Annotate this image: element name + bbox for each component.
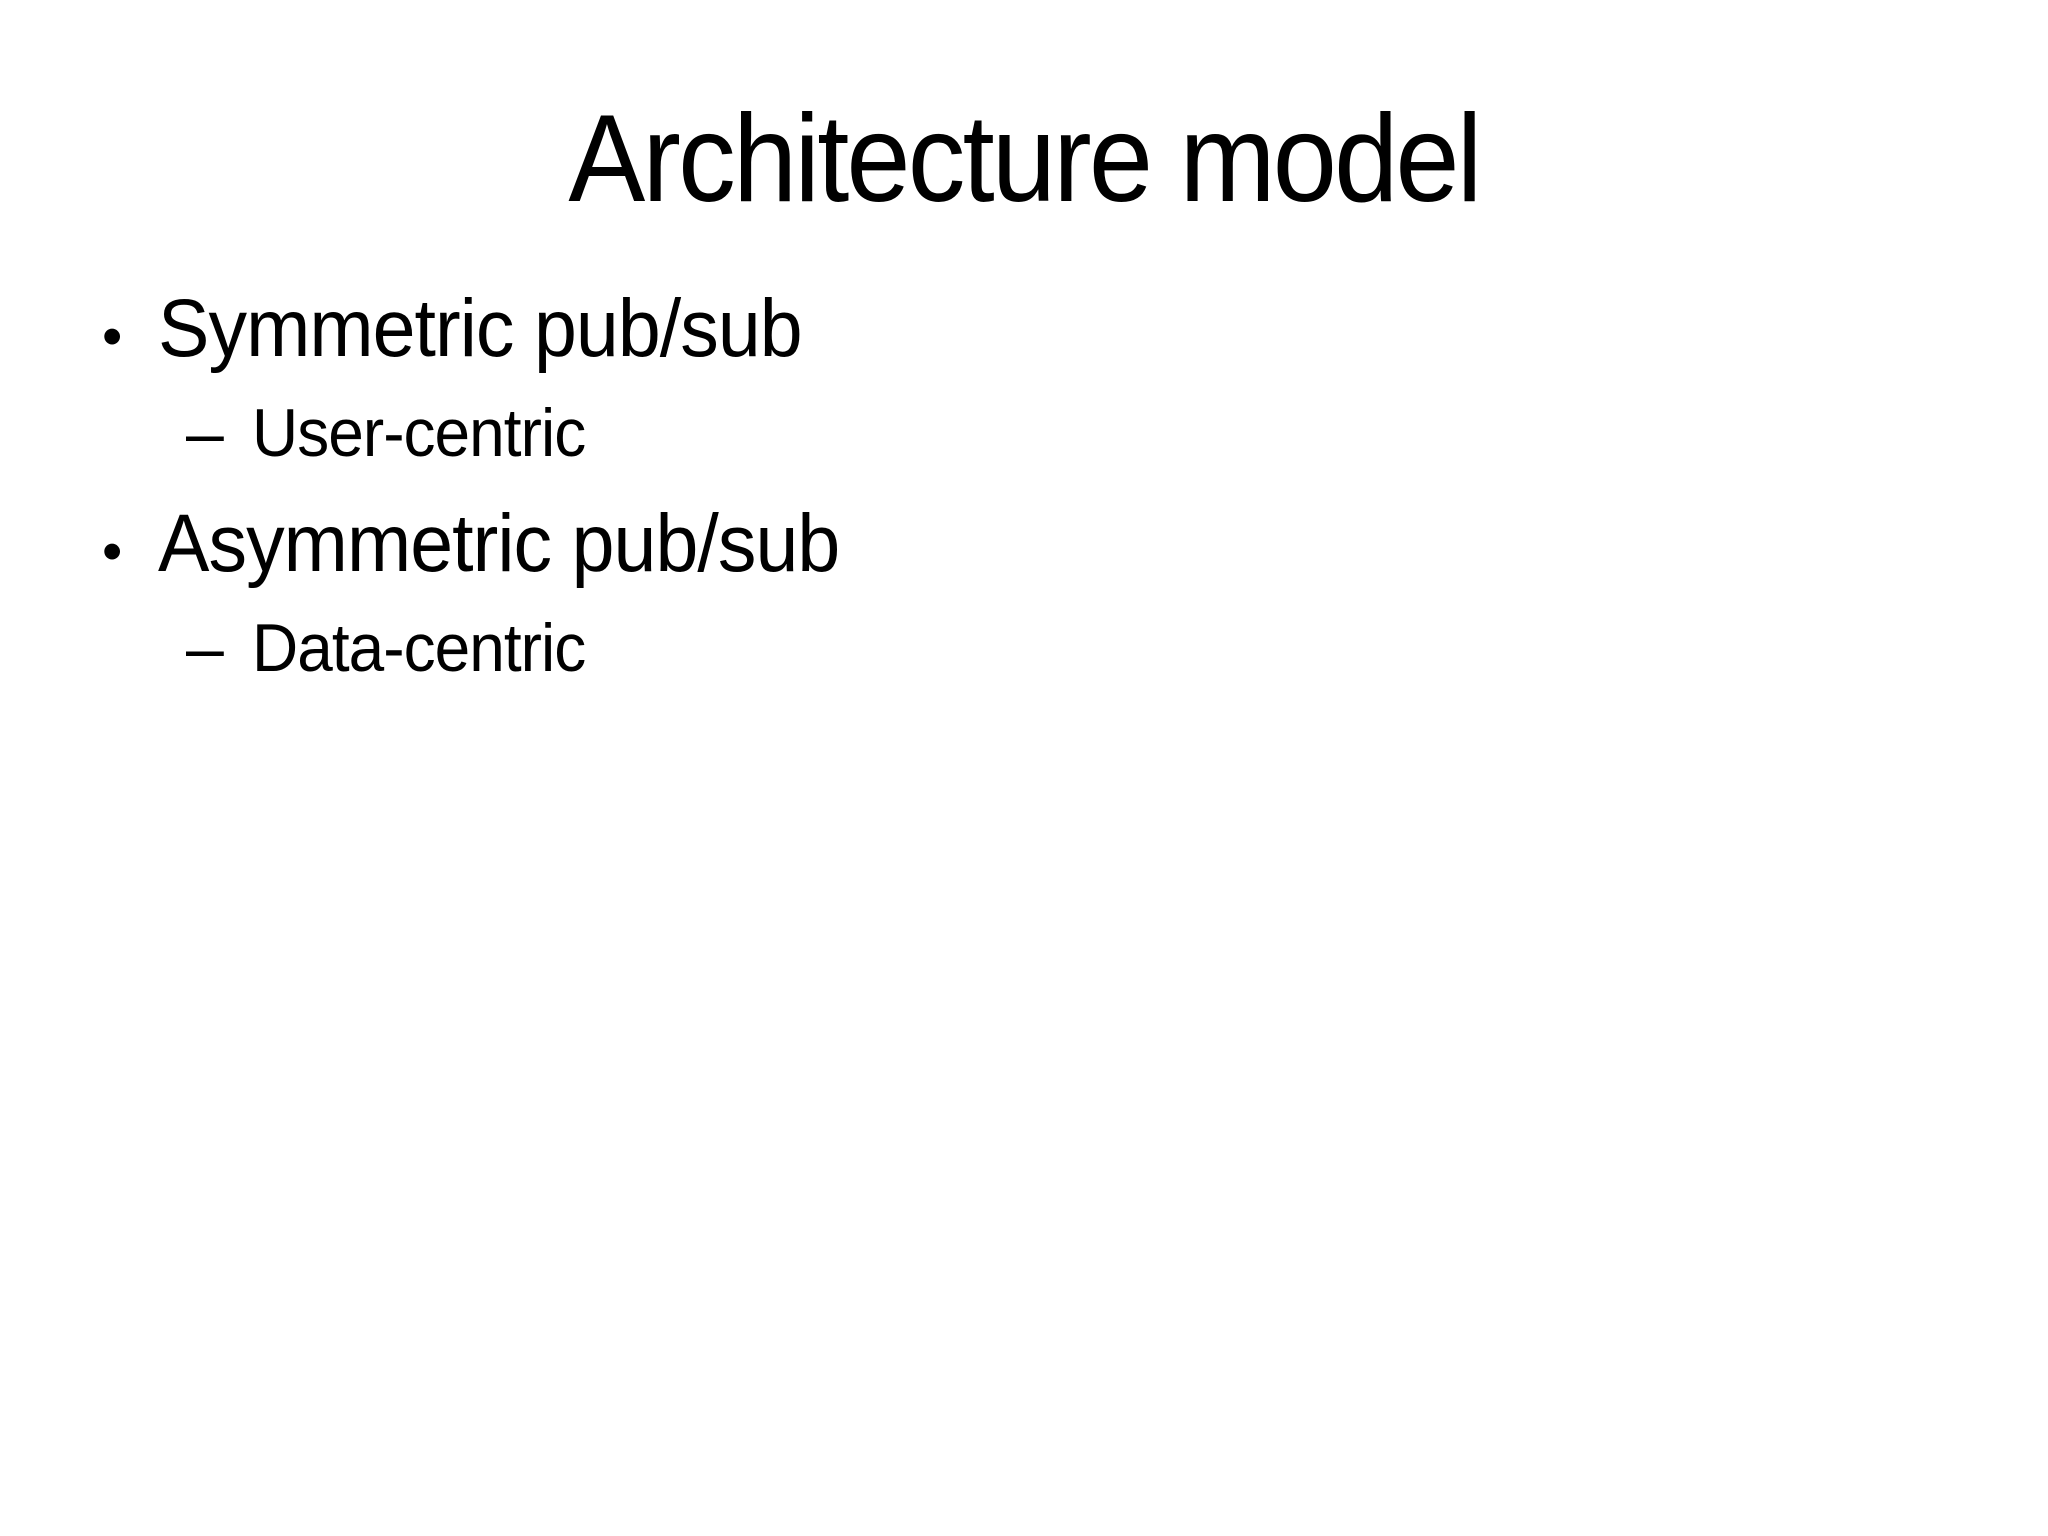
sub-bullet-item-data-centric: – Data-centric bbox=[186, 604, 1968, 692]
sub-bullet-text: User-centric bbox=[252, 394, 586, 471]
dash-icon: – bbox=[186, 609, 224, 686]
bullet-text: Asymmetric pub/sub bbox=[158, 497, 840, 589]
bullet-item-symmetric: • Symmetric pub/sub bbox=[102, 276, 1968, 383]
bullet-text: Symmetric pub/sub bbox=[158, 283, 803, 374]
slide-body: • Symmetric pub/sub – User-centric • Asy… bbox=[102, 276, 1968, 706]
bullet-item-asymmetric: • Asymmetric pub/sub bbox=[102, 491, 1968, 598]
sub-bullet-text: Data-centric bbox=[252, 609, 586, 686]
bullet-icon: • bbox=[102, 304, 122, 369]
dash-icon: – bbox=[186, 394, 224, 471]
bullet-icon: • bbox=[102, 518, 122, 584]
sub-bullet-item-user-centric: – User-centric bbox=[186, 389, 1968, 477]
slide-title: Architecture model bbox=[568, 90, 1482, 228]
